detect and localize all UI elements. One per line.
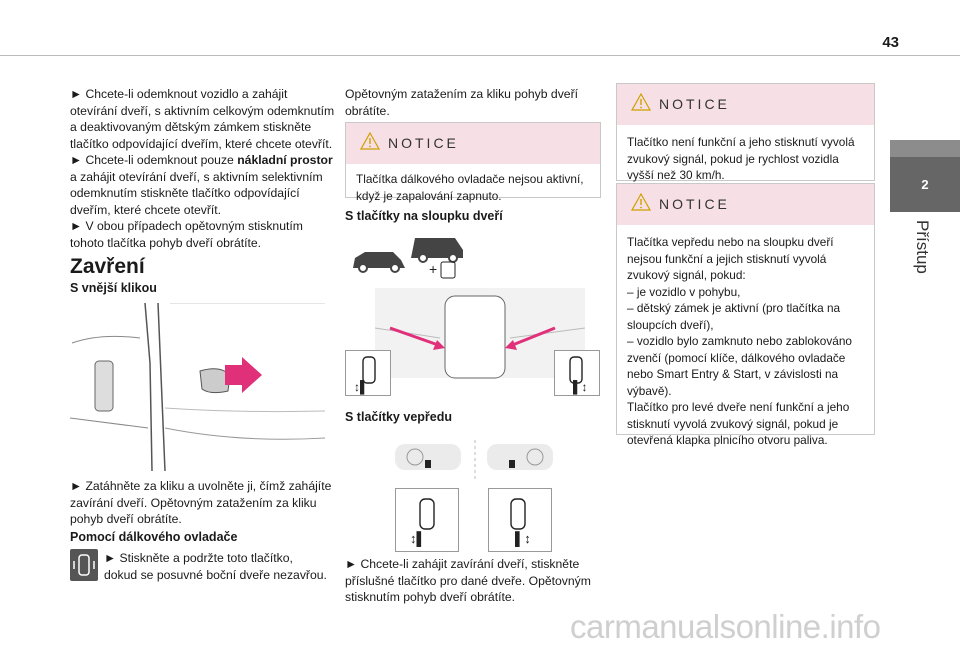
notice-title: NOTICE xyxy=(388,135,459,151)
subheading-front: S tlačítky vepředu xyxy=(345,410,452,424)
page-number: 43 xyxy=(882,34,899,51)
notice-title: NOTICE xyxy=(659,96,730,112)
notice-title: NOTICE xyxy=(659,196,730,212)
warning-triangle-icon xyxy=(631,193,651,211)
vehicle-variants-icon: + xyxy=(345,230,465,280)
svg-text:↕▌: ↕▌ xyxy=(354,380,369,395)
col2-intro: Opětovným zatažením za kliku pohyb dveří… xyxy=(345,87,579,118)
warning-triangle-icon xyxy=(631,93,651,111)
left-door-button-icon: ↕▌ xyxy=(345,350,391,396)
intro-paragraph: ► Chcete-li odemknout vozidlo a zahájit … xyxy=(70,87,335,250)
notice-box-remote: NOTICE Tlačítka dálkového ovladače nejso… xyxy=(345,122,601,203)
watermark: carmanualsonline.info xyxy=(570,608,881,645)
warning-triangle-icon xyxy=(360,132,380,150)
notice-box-conditions: NOTICE Tlačítka vepředu nebo na sloupku … xyxy=(616,183,875,447)
handle-paragraph: ► Zatáhněte za kliku a uvolněte ji, čímž… xyxy=(70,479,332,526)
chapter-title: Přístup xyxy=(913,220,932,274)
chapter-tab[interactable]: 2 xyxy=(890,157,960,212)
front-left-door-button-icon: ↕▌ xyxy=(395,488,459,552)
right-door-button-icon: ▌↕ xyxy=(554,350,600,396)
remote-paragraph: ► Stiskněte a podržte toto tlačítko, dok… xyxy=(104,551,327,582)
subheading-remote: Pomocí dálkového ovladače xyxy=(70,530,238,544)
header-rule xyxy=(0,55,960,56)
svg-text:+: + xyxy=(429,261,437,277)
svg-text:↕▌: ↕▌ xyxy=(410,531,426,547)
svg-text:▌↕: ▌↕ xyxy=(573,380,588,395)
notice-header: NOTICE xyxy=(617,184,874,225)
pillar-buttons-illustration xyxy=(345,288,600,398)
front-right-door-button-icon: ▌↕ xyxy=(488,488,552,552)
notice-box-speed: NOTICE Tlačítko není funkční a jeho stis… xyxy=(616,83,875,182)
svg-text:▌↕: ▌↕ xyxy=(515,531,531,547)
notice-header: NOTICE xyxy=(617,84,874,125)
front-paragraph: ► Chcete-li zahájit zavírání dveří, stis… xyxy=(345,557,591,604)
subheading-handle: S vnější klikou xyxy=(70,281,157,295)
front-buttons-illustration xyxy=(395,440,555,480)
remote-slide-door-icon xyxy=(70,549,98,581)
subheading-pillar: S tlačítky na sloupku dveří xyxy=(345,209,503,223)
section-heading: Zavření xyxy=(70,255,145,278)
door-handle-illustration xyxy=(69,302,326,472)
notice-header: NOTICE xyxy=(346,123,600,164)
